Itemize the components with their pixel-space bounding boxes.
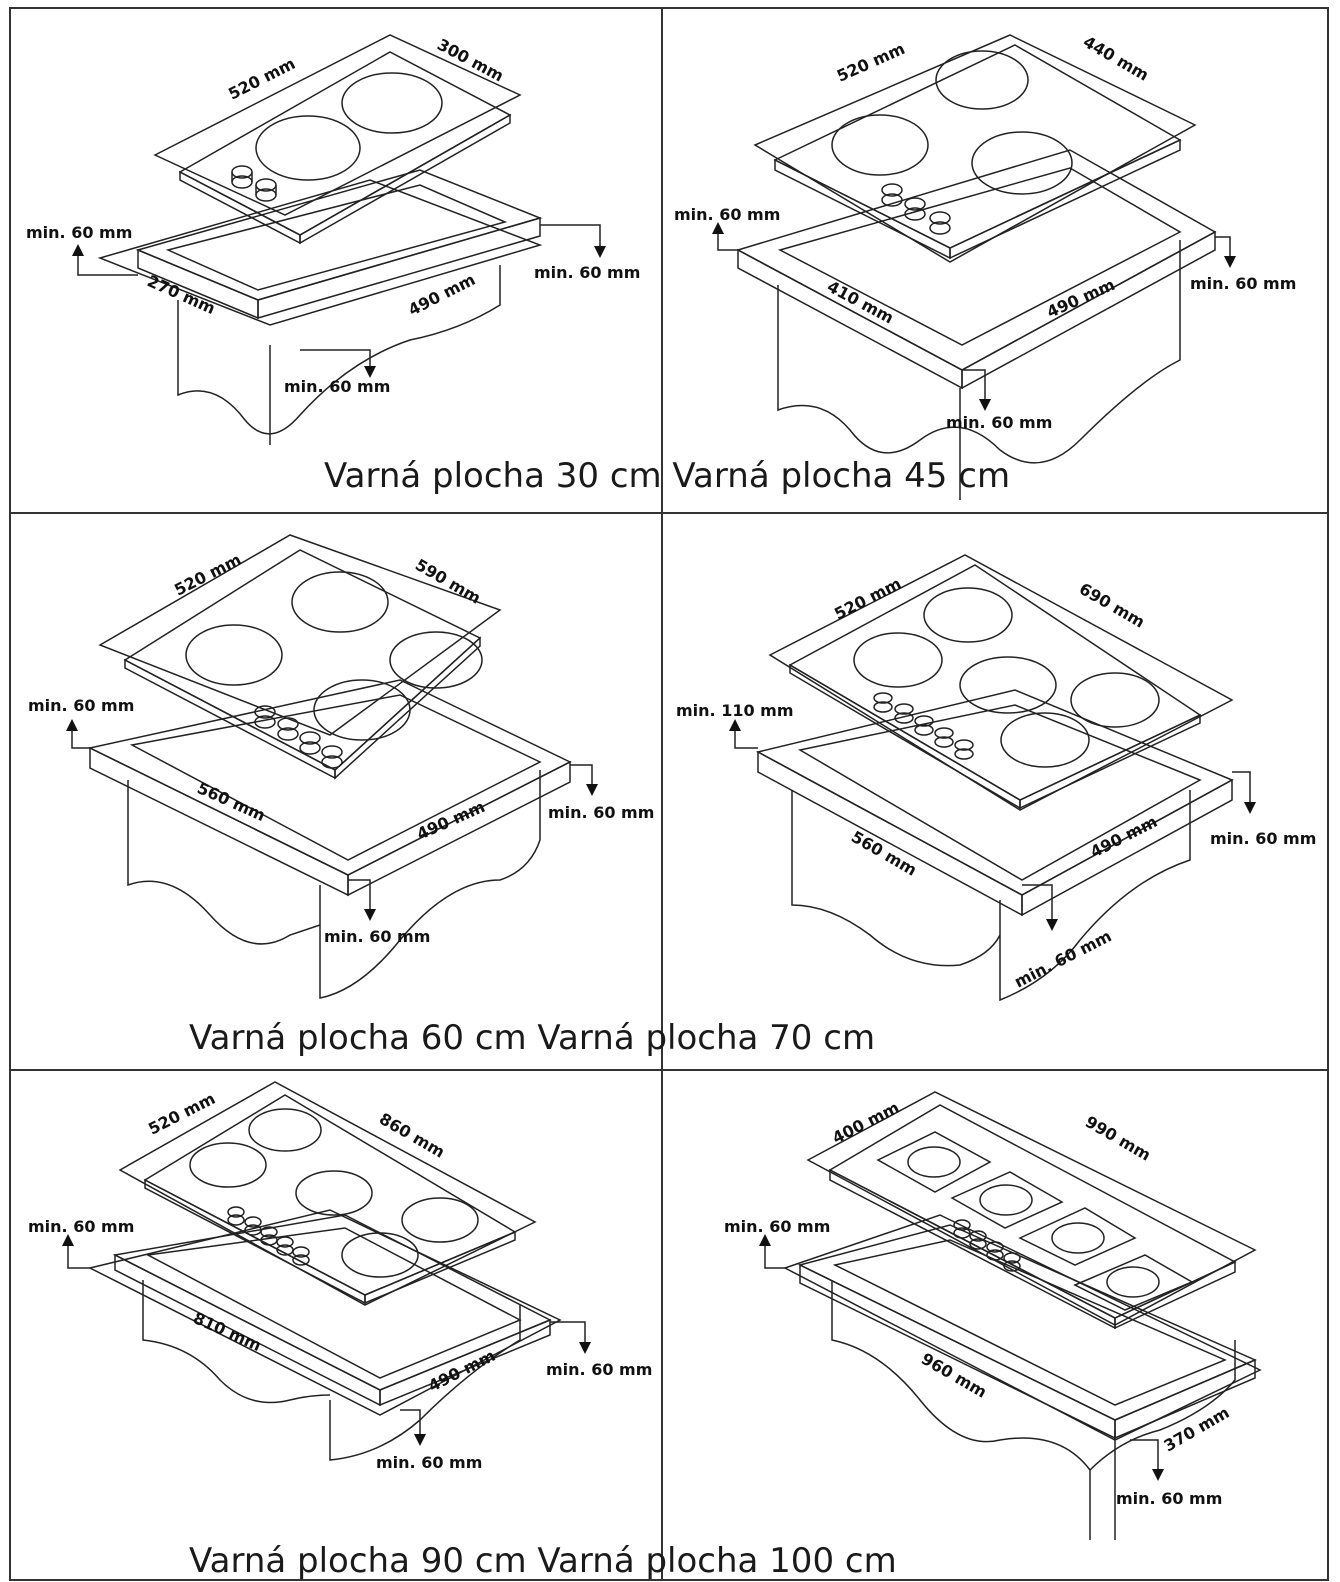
p45-clear-right-label: min. 60 mm bbox=[1190, 274, 1296, 293]
panel-90cm-labels: 520 mm 860 mm 810 mm 490 mm min. 60 mm m… bbox=[28, 1089, 652, 1472]
p70-clear-front-label: min. 60 mm bbox=[1011, 926, 1114, 991]
caption-row-2: Varná plocha 60 cm Varná plocha 70 cm bbox=[189, 1018, 876, 1058]
p100-cut-depth-label: 370 mm bbox=[1161, 1403, 1233, 1456]
p90-clear-right-label: min. 60 mm bbox=[546, 1360, 652, 1379]
p45-clear-left-label: min. 60 mm bbox=[674, 205, 780, 224]
panel-30cm bbox=[72, 34, 606, 445]
caption-row-1: Varná plocha 30 cm Varná plocha 45 cm bbox=[324, 456, 1011, 496]
p60-width-label: 590 mm bbox=[412, 555, 484, 608]
grid-lines bbox=[9, 7, 1329, 1581]
p70-depth-label: 520 mm bbox=[831, 574, 904, 624]
p90-depth-label: 520 mm bbox=[145, 1089, 218, 1139]
panel-100cm bbox=[759, 1091, 1262, 1540]
panel-45cm bbox=[712, 34, 1236, 500]
p45-depth-label: 520 mm bbox=[834, 39, 908, 86]
p70-clear-left-label: min. 110 mm bbox=[676, 701, 794, 720]
p70-clear-right-label: min. 60 mm bbox=[1210, 829, 1316, 848]
panel-90cm bbox=[62, 1081, 591, 1461]
p100-width-label: 990 mm bbox=[1082, 1112, 1154, 1165]
p90-clear-left-label: min. 60 mm bbox=[28, 1217, 134, 1236]
caption-row-3: Varná plocha 90 cm Varná plocha 100 cm bbox=[189, 1541, 897, 1581]
p45-cut-depth-label: 490 mm bbox=[1044, 275, 1118, 322]
p45-width-label: 440 mm bbox=[1080, 32, 1152, 85]
p100-depth-label: 400 mm bbox=[829, 1098, 902, 1148]
p30-depth-label: 520 mm bbox=[225, 54, 298, 104]
p45-clear-front-label: min. 60 mm bbox=[946, 413, 1052, 432]
p30-clear-left-label: min. 60 mm bbox=[26, 223, 132, 242]
p30-cut-depth-label: 490 mm bbox=[405, 270, 478, 320]
panel-60cm bbox=[66, 534, 598, 999]
panel-70cm bbox=[729, 554, 1256, 1002]
p90-cut-depth-label: 490 mm bbox=[425, 1346, 498, 1396]
p60-clear-left-label: min. 60 mm bbox=[28, 696, 134, 715]
p90-width-label: 860 mm bbox=[376, 1109, 448, 1162]
p100-clear-front-label: min. 60 mm bbox=[1116, 1489, 1222, 1508]
p100-clear-left-label: min. 60 mm bbox=[724, 1217, 830, 1236]
p60-clear-right-label: min. 60 mm bbox=[548, 803, 654, 822]
panel-60cm-labels: 520 mm 590 mm 560 mm 490 mm min. 60 mm m… bbox=[28, 550, 654, 946]
p70-width-label: 690 mm bbox=[1076, 579, 1148, 632]
p30-clear-right-label: min. 60 mm bbox=[534, 263, 640, 282]
p60-clear-front-label: min. 60 mm bbox=[324, 927, 430, 946]
p30-clear-front-label: min. 60 mm bbox=[284, 377, 390, 396]
p90-clear-front-label: min. 60 mm bbox=[376, 1453, 482, 1472]
p90-cut-width-label: 810 mm bbox=[190, 1308, 264, 1355]
